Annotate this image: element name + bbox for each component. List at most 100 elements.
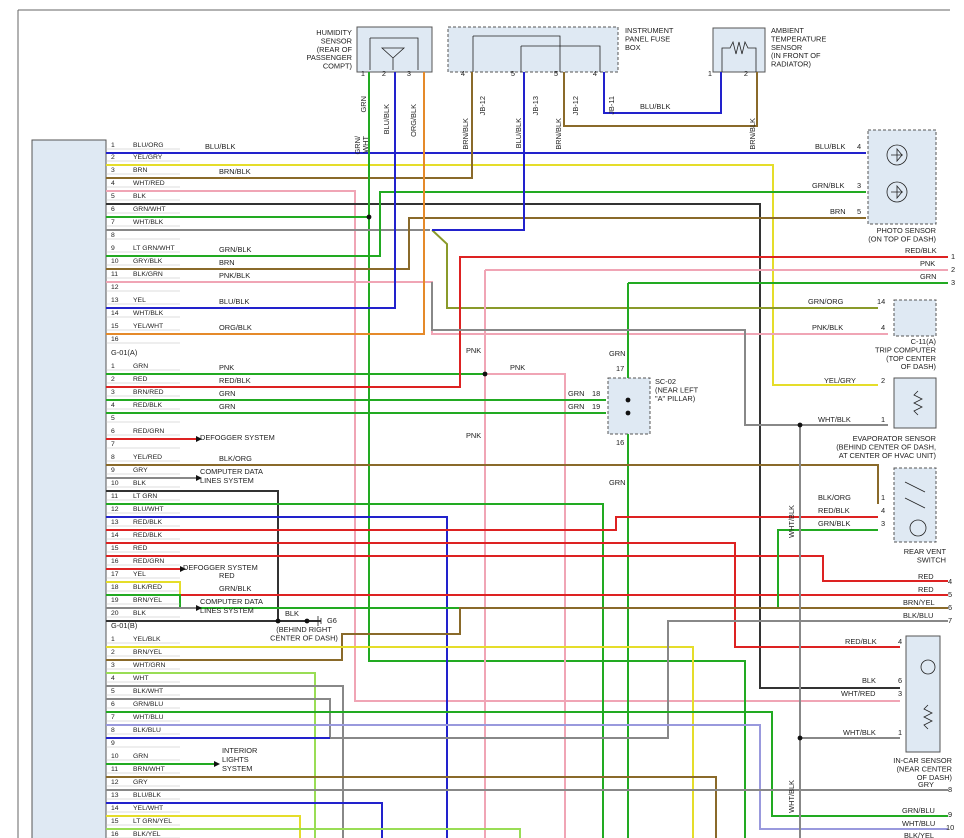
vertical-wire-label: WHT/BLK <box>787 780 796 813</box>
wire-label: WHT/RED <box>841 689 876 698</box>
sc02-label: "A" PILLAR) <box>655 394 695 403</box>
pin-wire-label: WHT/BLK <box>133 219 164 226</box>
pin-wire-label: LT GRN <box>133 493 157 500</box>
photo-sensor-box <box>867 129 937 225</box>
pin-number: 5 <box>111 193 115 200</box>
pin-number: 13 <box>111 792 119 799</box>
component-pin-number: 2 <box>382 69 386 78</box>
rear-vent-motor-symbol <box>909 519 927 537</box>
wire-label: BLK/BLU <box>903 611 933 620</box>
wire-label: GRN/BLK <box>812 181 845 190</box>
rear-vent-switch-label: REAR VENT <box>904 547 947 556</box>
pin-wire-label: BLK/GRN <box>133 271 163 278</box>
pin-number: 10 <box>111 480 119 487</box>
pin-wire-label: BLK <box>133 480 146 487</box>
wire-label: GRN <box>609 349 625 358</box>
wire-32 <box>106 503 604 838</box>
component-pin-number: 4 <box>593 69 597 78</box>
wire-label: 1 <box>951 252 955 261</box>
wire-label: LINES SYSTEM <box>200 606 254 615</box>
pin-wire-label: BLK/BLU <box>133 727 161 734</box>
wire-label: 4 <box>857 142 861 151</box>
wire-label: 3 <box>951 278 955 287</box>
pin-wire-label: WHT/BLU <box>133 714 164 721</box>
trip-computer-box <box>893 299 937 337</box>
vertical-wire-label: JB-12 <box>478 96 487 115</box>
wire-4 <box>106 190 900 702</box>
wire-label: LIGHTS <box>222 755 249 764</box>
trip-computer-label: OF DASH) <box>901 362 936 371</box>
pin-wire-label: YEL <box>133 297 146 304</box>
pin-number: 9 <box>111 245 115 252</box>
trip-computer-label: (TOP CENTER <box>886 354 936 363</box>
pin-wire-label: RED/GRN <box>133 428 164 435</box>
pin-wire-label: RED <box>133 545 147 552</box>
vertical-wire-label: BRN/BLK <box>554 118 563 150</box>
wire-label: PNK <box>920 259 935 268</box>
pin-number: 7 <box>111 441 115 448</box>
pin-number: 4 <box>111 180 115 187</box>
wire-33 <box>106 516 448 838</box>
wire-label: 18 <box>592 389 600 398</box>
pin-number: 8 <box>111 727 115 734</box>
pin-number: 8 <box>111 454 115 461</box>
pin-wire-label: YEL/WHT <box>133 323 163 330</box>
wire-label: SYSTEM <box>222 764 252 773</box>
pin-number: 5 <box>111 688 115 695</box>
evaporator-resistor <box>913 390 923 416</box>
pin-wire-label: BRN/RED <box>133 389 164 396</box>
humidity-sensor-label: HUMIDITY <box>316 28 352 37</box>
pin-number: 3 <box>111 167 115 174</box>
pin-number: 7 <box>111 714 115 721</box>
pin-number: 9 <box>111 467 115 474</box>
photo-sensor-label: PHOTO SENSOR <box>877 226 936 235</box>
wire-label: 3 <box>857 181 861 190</box>
pin-number: 3 <box>111 662 115 669</box>
photo-sensor-label: (ON TOP OF DASH) <box>868 234 936 243</box>
wire-label: PNK <box>219 363 234 372</box>
wire-label: 4 <box>948 577 952 586</box>
humidity-sensor-box <box>356 26 433 73</box>
splice-dot-4 <box>625 410 631 416</box>
wire-label: BRN/YEL <box>903 598 935 607</box>
humidity-sensor-label: COMPT) <box>323 62 352 71</box>
rear-vent-contacts <box>904 481 926 509</box>
photo-diode-1 <box>886 144 908 166</box>
wire-label: 8 <box>948 785 952 794</box>
pin-number: 14 <box>111 805 119 812</box>
wire-label: COMPUTER DATA <box>200 597 263 606</box>
wire-label: GRN <box>609 478 625 487</box>
wire-label: BLU/BLK <box>205 142 235 151</box>
wire-16 <box>563 72 758 127</box>
pin-wire-label: WHT/GRN <box>133 662 166 669</box>
fuse-box <box>447 26 619 73</box>
wire-22 <box>485 373 566 838</box>
pin-number: 9 <box>111 740 115 747</box>
wire-label: YEL/GRY <box>824 376 856 385</box>
wire-label: 2 <box>881 376 885 385</box>
wire-17 <box>603 72 722 114</box>
wire-31 <box>106 490 279 620</box>
pin-number: 14 <box>111 310 119 317</box>
pin-wire-label: BLK <box>133 610 146 617</box>
vertical-wire-label: ORG/BLK <box>409 104 418 137</box>
wire-label: RED <box>918 572 934 581</box>
wire-label: 3 <box>898 689 902 698</box>
wire-label: BLK <box>285 609 299 618</box>
pin-number: 13 <box>111 297 119 304</box>
wire-label: DEFOGGER SYSTEM <box>200 433 275 442</box>
splice-dot-2 <box>482 371 488 377</box>
pin-wire-label: RED/BLK <box>133 519 163 526</box>
wire-label: BLU/BLK <box>815 142 845 151</box>
wire-label: 9 <box>948 810 952 819</box>
ambient-sensor-label: (IN FRONT OF <box>771 51 821 60</box>
evaporator-sensor-box <box>893 377 937 429</box>
pin-wire-label: GRN/BLU <box>133 701 163 708</box>
vertical-wire-label: JB-12 <box>571 96 580 115</box>
wire-label: 2 <box>951 265 955 274</box>
in-car-sensor-box <box>905 635 941 753</box>
wire-label: PNK/BLK <box>812 323 843 332</box>
component-pin-number: 1 <box>361 69 365 78</box>
wire-label: PNK/BLK <box>219 271 250 280</box>
